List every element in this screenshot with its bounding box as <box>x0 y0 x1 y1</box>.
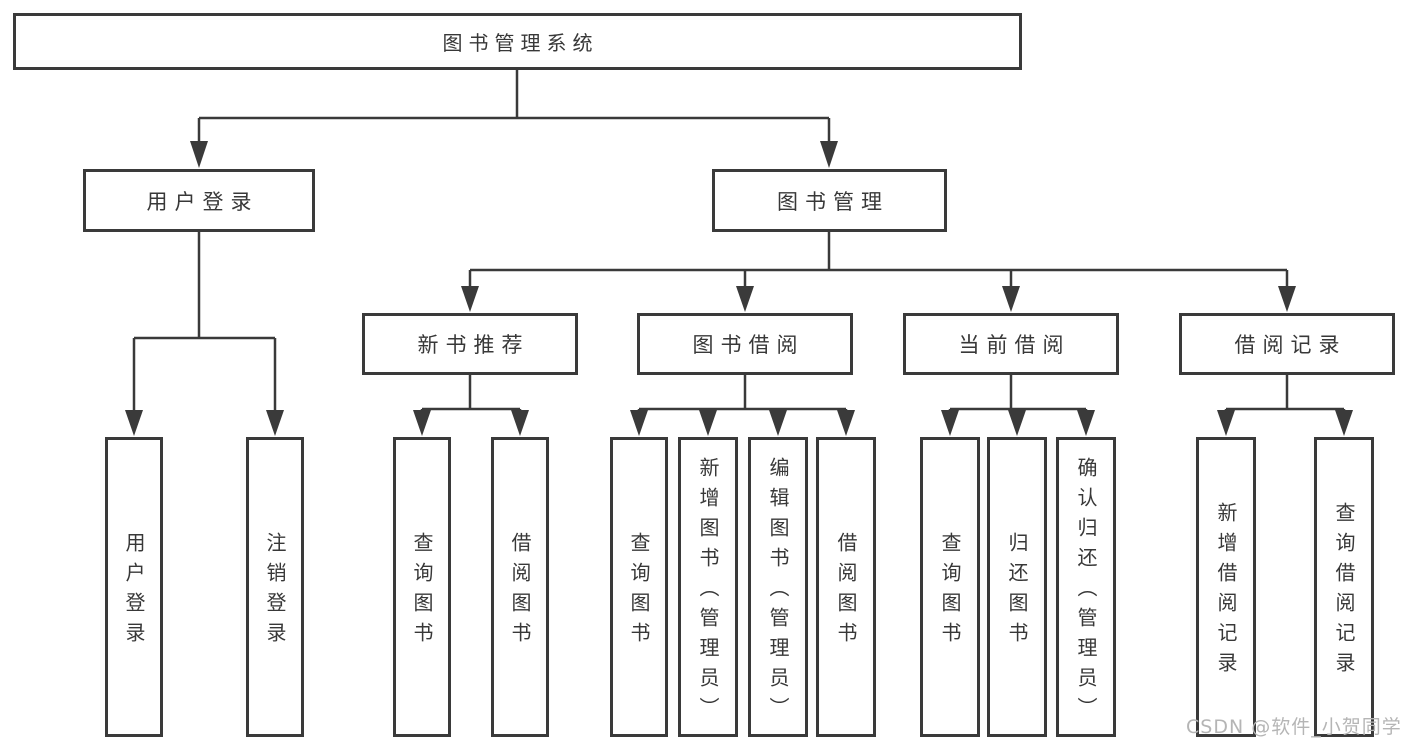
leaf-query-borrow-record: 查询借阅记录 <box>1314 437 1374 737</box>
arrowhead-icon <box>837 410 855 436</box>
arrowhead-icon <box>1002 286 1020 312</box>
node-borrowing-records: 借阅记录 <box>1179 313 1395 375</box>
arrowhead-icon <box>699 410 717 436</box>
leaf-query-books-recommend: 查询图书 <box>393 437 451 737</box>
leaf-user-login: 用户登录 <box>105 437 163 737</box>
edge-records-to-leaves <box>1224 375 1346 412</box>
edge-root-to-level1 <box>197 70 831 142</box>
arrowhead-icon <box>630 410 648 436</box>
arrowhead-icon <box>1077 410 1095 436</box>
leaf-edit-book-admin: 编辑图书（管理员） <box>748 437 808 737</box>
node-book-management: 图书管理 <box>712 169 947 232</box>
arrowhead-icon <box>941 410 959 436</box>
arrowhead-icon <box>461 286 479 312</box>
arrowhead-icon <box>736 286 754 312</box>
leaf-borrow-books-recommend: 借阅图书 <box>491 437 549 737</box>
edge-current-to-leaves <box>948 375 1088 412</box>
arrowhead-icon <box>266 410 284 436</box>
node-user-login: 用户登录 <box>83 169 315 232</box>
leaf-return-book: 归还图书 <box>987 437 1047 737</box>
leaf-borrow-books-borrowing: 借阅图书 <box>816 437 876 737</box>
node-current-borrowing: 当前借阅 <box>903 313 1119 375</box>
leaf-add-borrow-record: 新增借阅记录 <box>1196 437 1256 737</box>
arrowhead-icon <box>413 410 431 436</box>
arrowhead-icon <box>820 141 838 168</box>
arrowhead-icon <box>190 141 208 168</box>
edge-borrowing-to-leaves <box>637 375 848 412</box>
edge-newbook-to-leaves <box>420 375 522 412</box>
watermark: CSDN @软件_小贺同学 <box>1186 716 1402 738</box>
arrowhead-icon <box>1335 410 1353 436</box>
leaf-logout: 注销登录 <box>246 437 304 737</box>
node-book-borrowing: 图书借阅 <box>637 313 853 375</box>
leaf-query-books-borrowing: 查询图书 <box>610 437 668 737</box>
edge-userlogin-to-leaves <box>132 232 277 412</box>
arrowhead-icon <box>1217 410 1235 436</box>
leaf-add-book-admin: 新增图书（管理员） <box>678 437 738 737</box>
edge-bookmgmt-to-level2 <box>468 232 1289 287</box>
node-new-book-recommend: 新书推荐 <box>362 313 578 375</box>
arrowhead-icon <box>125 410 143 436</box>
leaf-query-books-current: 查询图书 <box>920 437 980 737</box>
leaf-confirm-return-admin: 确认归还（管理员） <box>1056 437 1116 737</box>
arrowhead-icon <box>769 410 787 436</box>
node-root-system: 图书管理系统 <box>13 13 1022 70</box>
arrowhead-icon <box>1278 286 1296 312</box>
arrowhead-icon <box>1008 410 1026 436</box>
arrowhead-icon <box>511 410 529 436</box>
